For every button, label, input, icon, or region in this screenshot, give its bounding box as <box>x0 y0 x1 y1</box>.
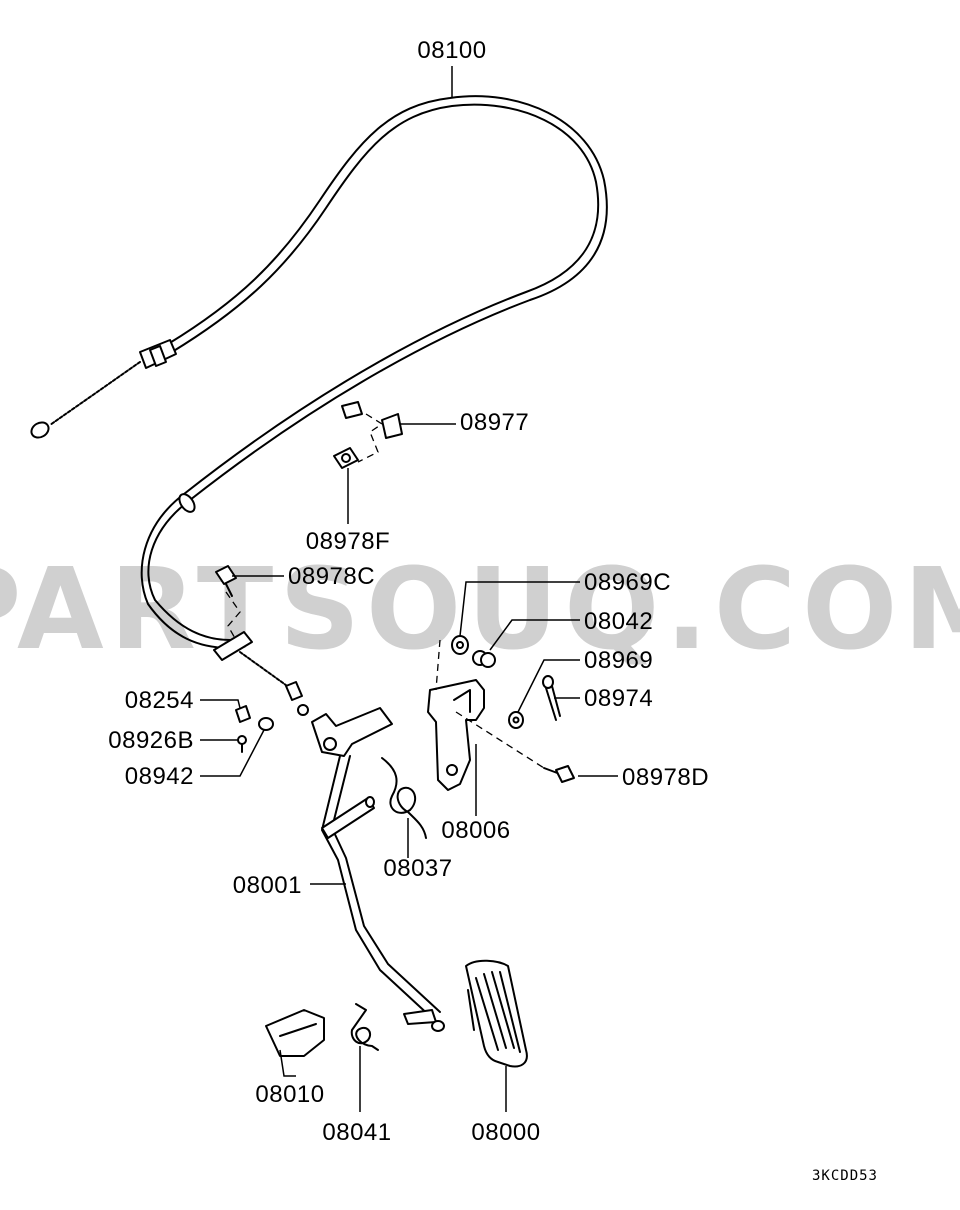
washer-08969[interactable] <box>508 711 524 729</box>
callout-bolt-c: 08978C <box>288 563 375 590</box>
diagram-code: 3KCDD53 <box>812 1168 878 1184</box>
stopper-08254[interactable] <box>235 705 251 723</box>
pedal-cover[interactable] <box>265 1009 325 1057</box>
pin-08974[interactable] <box>542 675 561 721</box>
bolt-08978f[interactable] <box>333 447 359 469</box>
callout-cover: 08010 <box>255 1081 324 1108</box>
pedal-spring[interactable] <box>350 1003 379 1051</box>
callout-pin: 08974 <box>584 685 653 712</box>
callout-stopper: 08254 <box>125 687 194 714</box>
accelerator-cable[interactable] <box>29 95 608 716</box>
washer-08969c[interactable] <box>451 635 469 655</box>
callout-clip: 08977 <box>460 409 529 436</box>
pedal-pad[interactable] <box>465 959 528 1068</box>
cable-clip[interactable] <box>381 413 403 439</box>
callout-nut: 08942 <box>125 763 194 790</box>
callout-bracket: 08006 <box>441 817 510 844</box>
callout-return-spring: 08037 <box>383 855 452 882</box>
bolt-08978d[interactable] <box>543 765 575 783</box>
bolt-08978c[interactable] <box>215 565 237 597</box>
callout-spring: 08041 <box>322 1119 391 1146</box>
bushing-08042[interactable] <box>472 650 496 668</box>
callout-washer-c: 08969C <box>584 569 671 596</box>
screw-08926b[interactable] <box>237 735 247 753</box>
callout-cable: 08100 <box>417 37 486 64</box>
callout-washer: 08969 <box>584 647 653 674</box>
callout-bolt-d: 08978D <box>622 764 709 791</box>
callout-bushing: 08042 <box>584 608 653 635</box>
callout-screw: 08926B <box>108 727 194 754</box>
callout-pedal: 08000 <box>471 1119 540 1146</box>
pedal-lever[interactable] <box>311 707 445 1032</box>
return-spring[interactable] <box>381 757 427 839</box>
nut-08942[interactable] <box>258 717 274 731</box>
callout-bolt-f: 08978F <box>306 528 390 555</box>
callout-lever: 08001 <box>233 872 302 899</box>
pedal-bracket[interactable] <box>427 679 485 791</box>
leader-lines <box>200 66 618 1112</box>
